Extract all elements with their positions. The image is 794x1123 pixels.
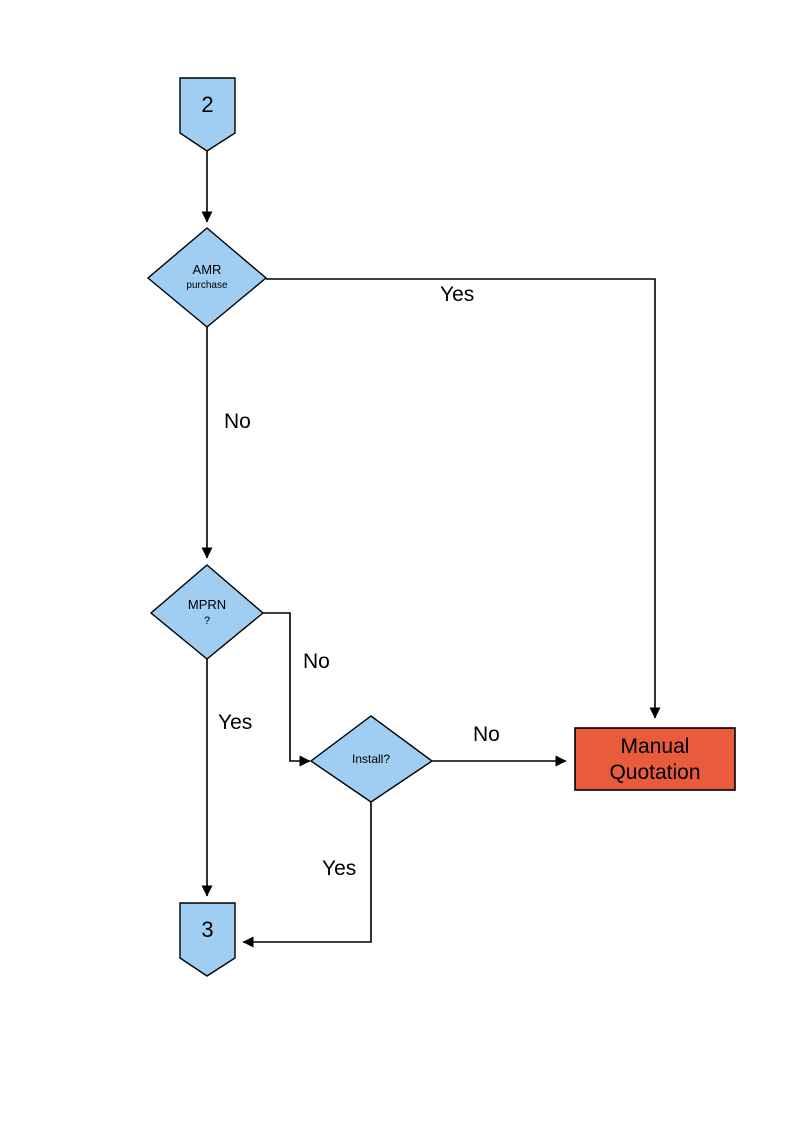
edge-amr-yes (266, 278, 661, 719)
node-amr-decision[interactable] (146, 227, 268, 328)
node-end-connector[interactable] (179, 902, 236, 977)
node-start-connector[interactable] (179, 77, 236, 152)
node-install-decision[interactable] (309, 715, 434, 803)
edge-label-amr-no: No (224, 410, 251, 433)
edge-mprn-no (263, 612, 311, 767)
edge-label-mprn-yes: Yes (218, 711, 253, 734)
edge-label-install-no: No (473, 723, 500, 746)
edge-label-mprn-no: No (303, 650, 330, 673)
node-manual-quotation[interactable] (574, 727, 736, 791)
edge-label-amr-yes: Yes (440, 283, 475, 306)
node-mprn-decision[interactable] (149, 564, 265, 660)
edge-install-yes (242, 801, 372, 948)
edge-label-install-yes: Yes (322, 857, 357, 880)
